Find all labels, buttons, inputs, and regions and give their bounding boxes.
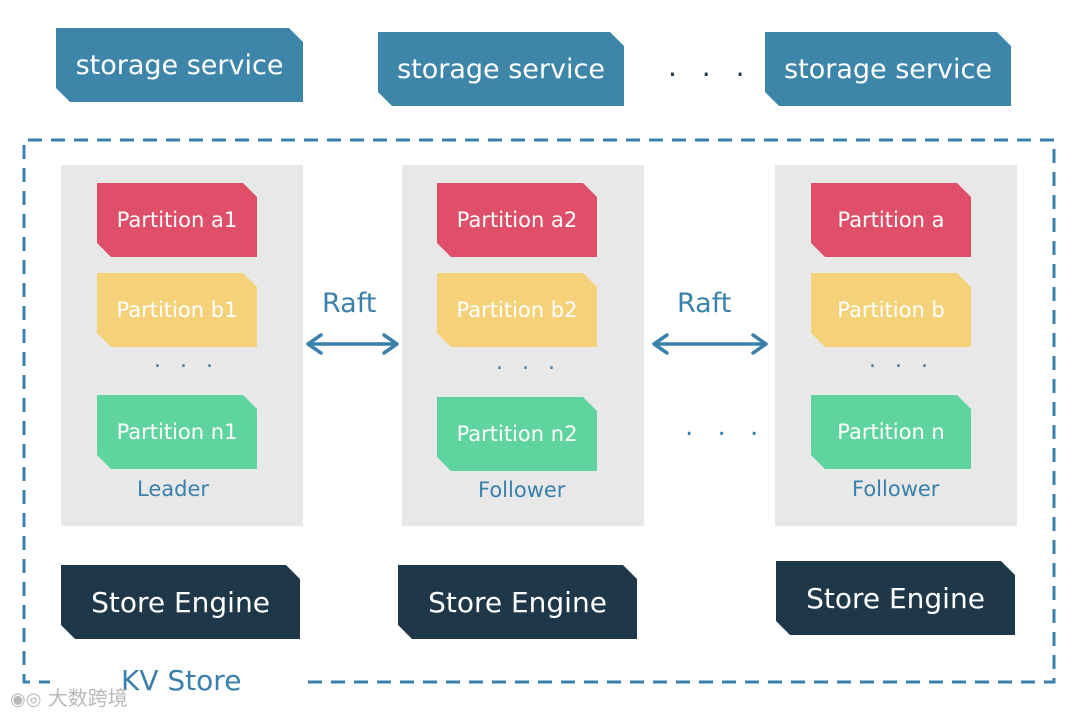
partition-n: Partition n <box>811 395 971 469</box>
node-ellipsis: . . . <box>685 412 767 442</box>
kv-store-label: KV Store <box>121 664 242 697</box>
partition-a2: Partition a2 <box>437 183 597 257</box>
service-ellipsis: . . . <box>668 50 753 83</box>
partition-ellipsis-1: . . . <box>154 348 219 373</box>
raft-label-1: Raft <box>322 288 377 319</box>
store-engine-1: Store Engine <box>61 565 300 639</box>
node-role-follower-2: Follower <box>852 477 940 501</box>
storage-service-1: storage service <box>56 28 303 102</box>
store-engine-2: Store Engine <box>398 565 637 639</box>
partition-n2: Partition n2 <box>437 397 597 471</box>
watermark-text: 大数跨境 <box>47 686 128 710</box>
partition-a1: Partition a1 <box>97 183 257 257</box>
partition-a: Partition a <box>811 183 971 257</box>
partition-b2: Partition b2 <box>437 273 597 347</box>
partition-b1: Partition b1 <box>97 273 257 347</box>
partition-ellipsis-2: . . . <box>496 350 561 375</box>
storage-service-3: storage service <box>765 32 1011 106</box>
partition-ellipsis-3: . . . <box>869 348 934 373</box>
raft-label-2: Raft <box>677 288 732 319</box>
kv-store-border <box>22 138 1056 684</box>
node-role-follower-1: Follower <box>478 478 566 502</box>
node-role-leader: Leader <box>137 477 210 501</box>
partition-n1: Partition n1 <box>97 395 257 469</box>
raft-arrow-1 <box>306 333 399 355</box>
raft-arrow-2 <box>652 333 768 355</box>
partition-b: Partition b <box>811 273 971 347</box>
watermark-logo-icon: ◉◎ <box>10 689 42 710</box>
watermark: ◉◎ 大数跨境 <box>10 682 128 711</box>
storage-service-2: storage service <box>378 32 624 106</box>
store-engine-3: Store Engine <box>776 561 1015 635</box>
